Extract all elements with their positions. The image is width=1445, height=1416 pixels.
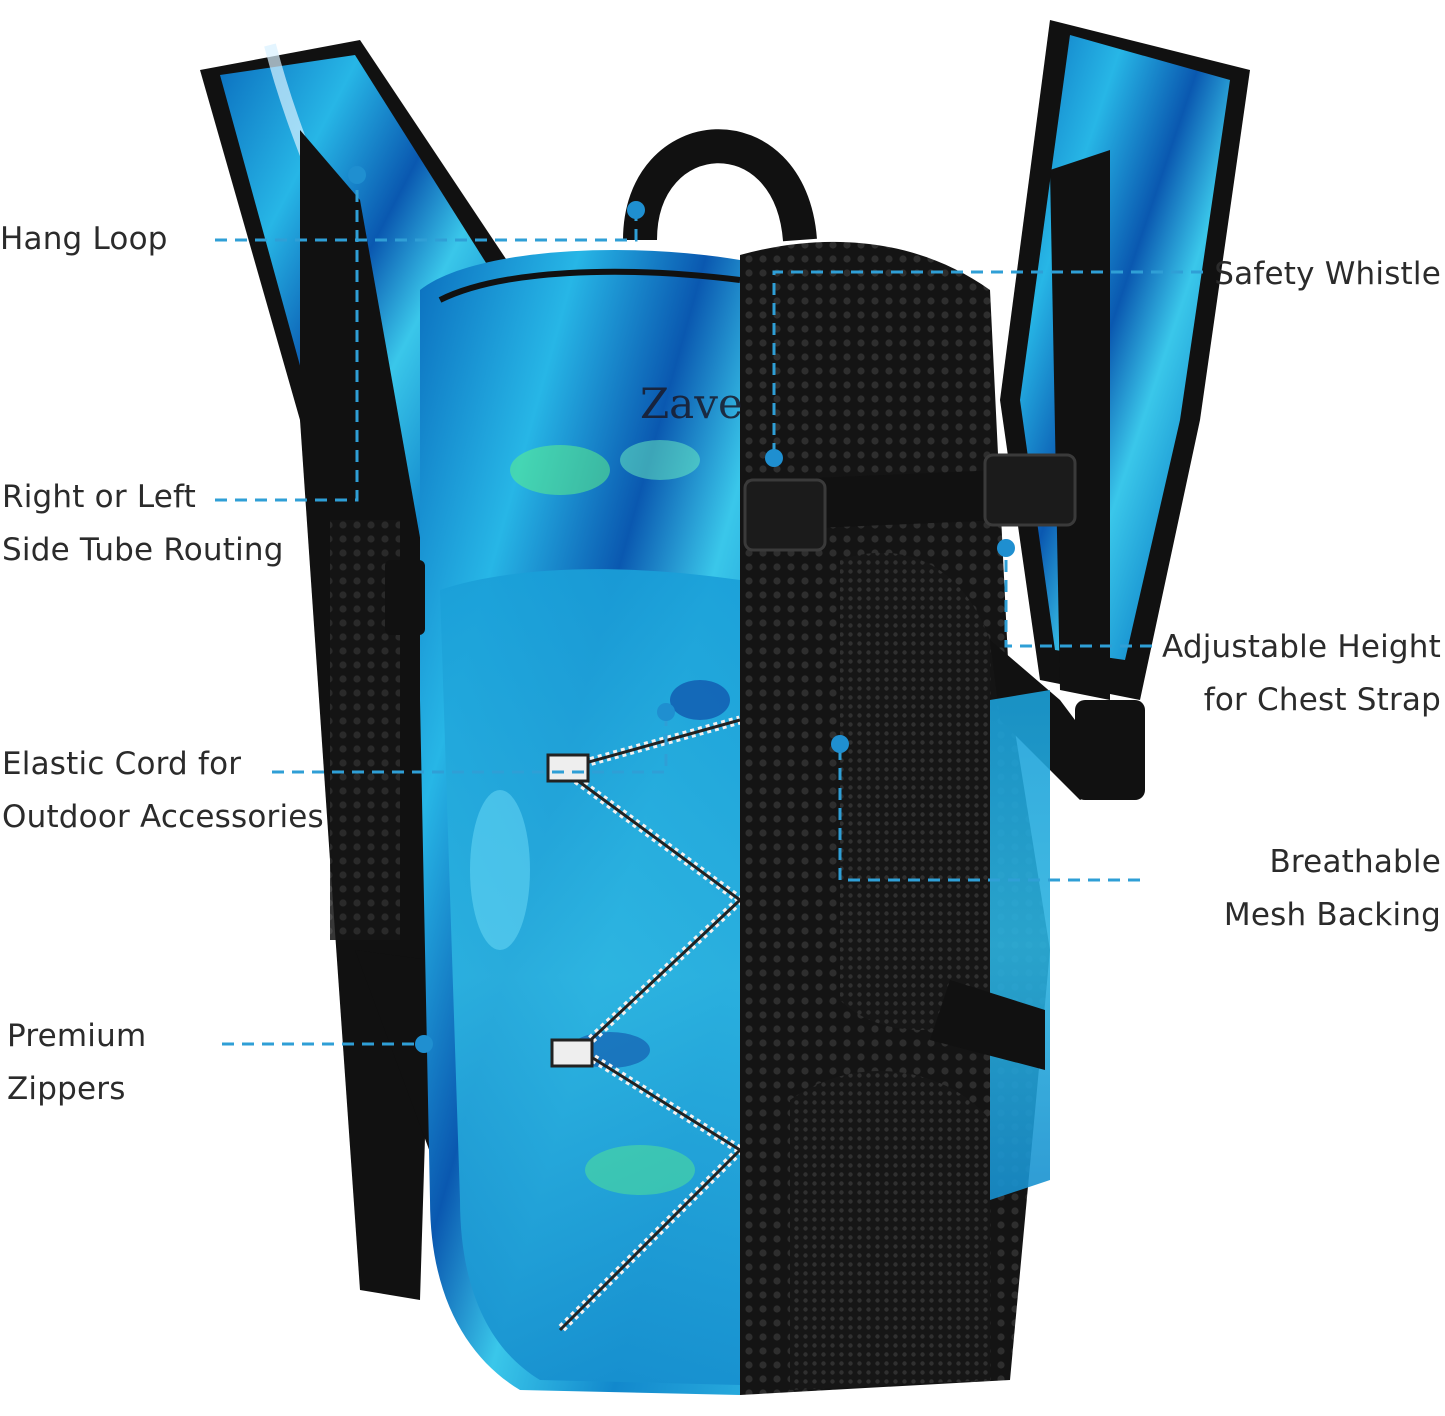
callout-line-mesh	[838, 744, 1140, 882]
label-line: Zippers	[7, 1071, 126, 1107]
label-line: Safety Whistle	[1214, 256, 1441, 292]
callout-dot-hang-loop	[627, 201, 645, 219]
label-line: Breathable	[1269, 844, 1441, 880]
label-line: for Chest Strap	[1203, 682, 1441, 718]
label-line: Side Tube Routing	[2, 532, 284, 568]
label-zippers: Premium Zippers	[7, 1010, 146, 1116]
brand-logo: Zave	[640, 379, 743, 428]
label-line: Right or Left	[2, 479, 196, 515]
label-mesh: Breathable Mesh Backing	[1224, 836, 1441, 942]
label-line: Hang Loop	[0, 221, 168, 257]
callout-dot-chest-strap	[997, 539, 1015, 557]
callout-dot-tube-routing	[348, 166, 366, 184]
chest-strap	[770, 470, 1000, 530]
label-line: Elastic Cord for	[2, 746, 242, 782]
callout-dot-elastic-cord	[657, 703, 675, 721]
label-line: Premium	[7, 1018, 147, 1054]
callout-line-elastic-cord	[272, 712, 668, 774]
label-hang-loop: Hang Loop	[0, 213, 168, 266]
callout-line-tube-routing	[215, 175, 359, 502]
label-line: Adjustable Height	[1162, 629, 1441, 665]
hang-loop	[623, 129, 817, 242]
label-whistle: Safety Whistle	[1214, 248, 1441, 301]
callout-line-whistle	[772, 270, 1203, 458]
callout-dot-whistle	[765, 449, 783, 467]
label-tube-routing: Right or Left Side Tube Routing	[2, 471, 284, 577]
callout-dot-mesh	[831, 735, 849, 753]
label-line: Outdoor Accessories	[2, 799, 324, 835]
callout-line-hang-loop	[215, 210, 638, 242]
label-chest-strap: Adjustable Height for Chest Strap	[1162, 621, 1441, 727]
callout-dot-zippers	[415, 1035, 433, 1053]
callout-line-chest-strap	[1004, 548, 1152, 648]
label-elastic-cord: Elastic Cord for Outdoor Accessories	[2, 738, 324, 844]
label-line: Mesh Backing	[1223, 897, 1441, 933]
